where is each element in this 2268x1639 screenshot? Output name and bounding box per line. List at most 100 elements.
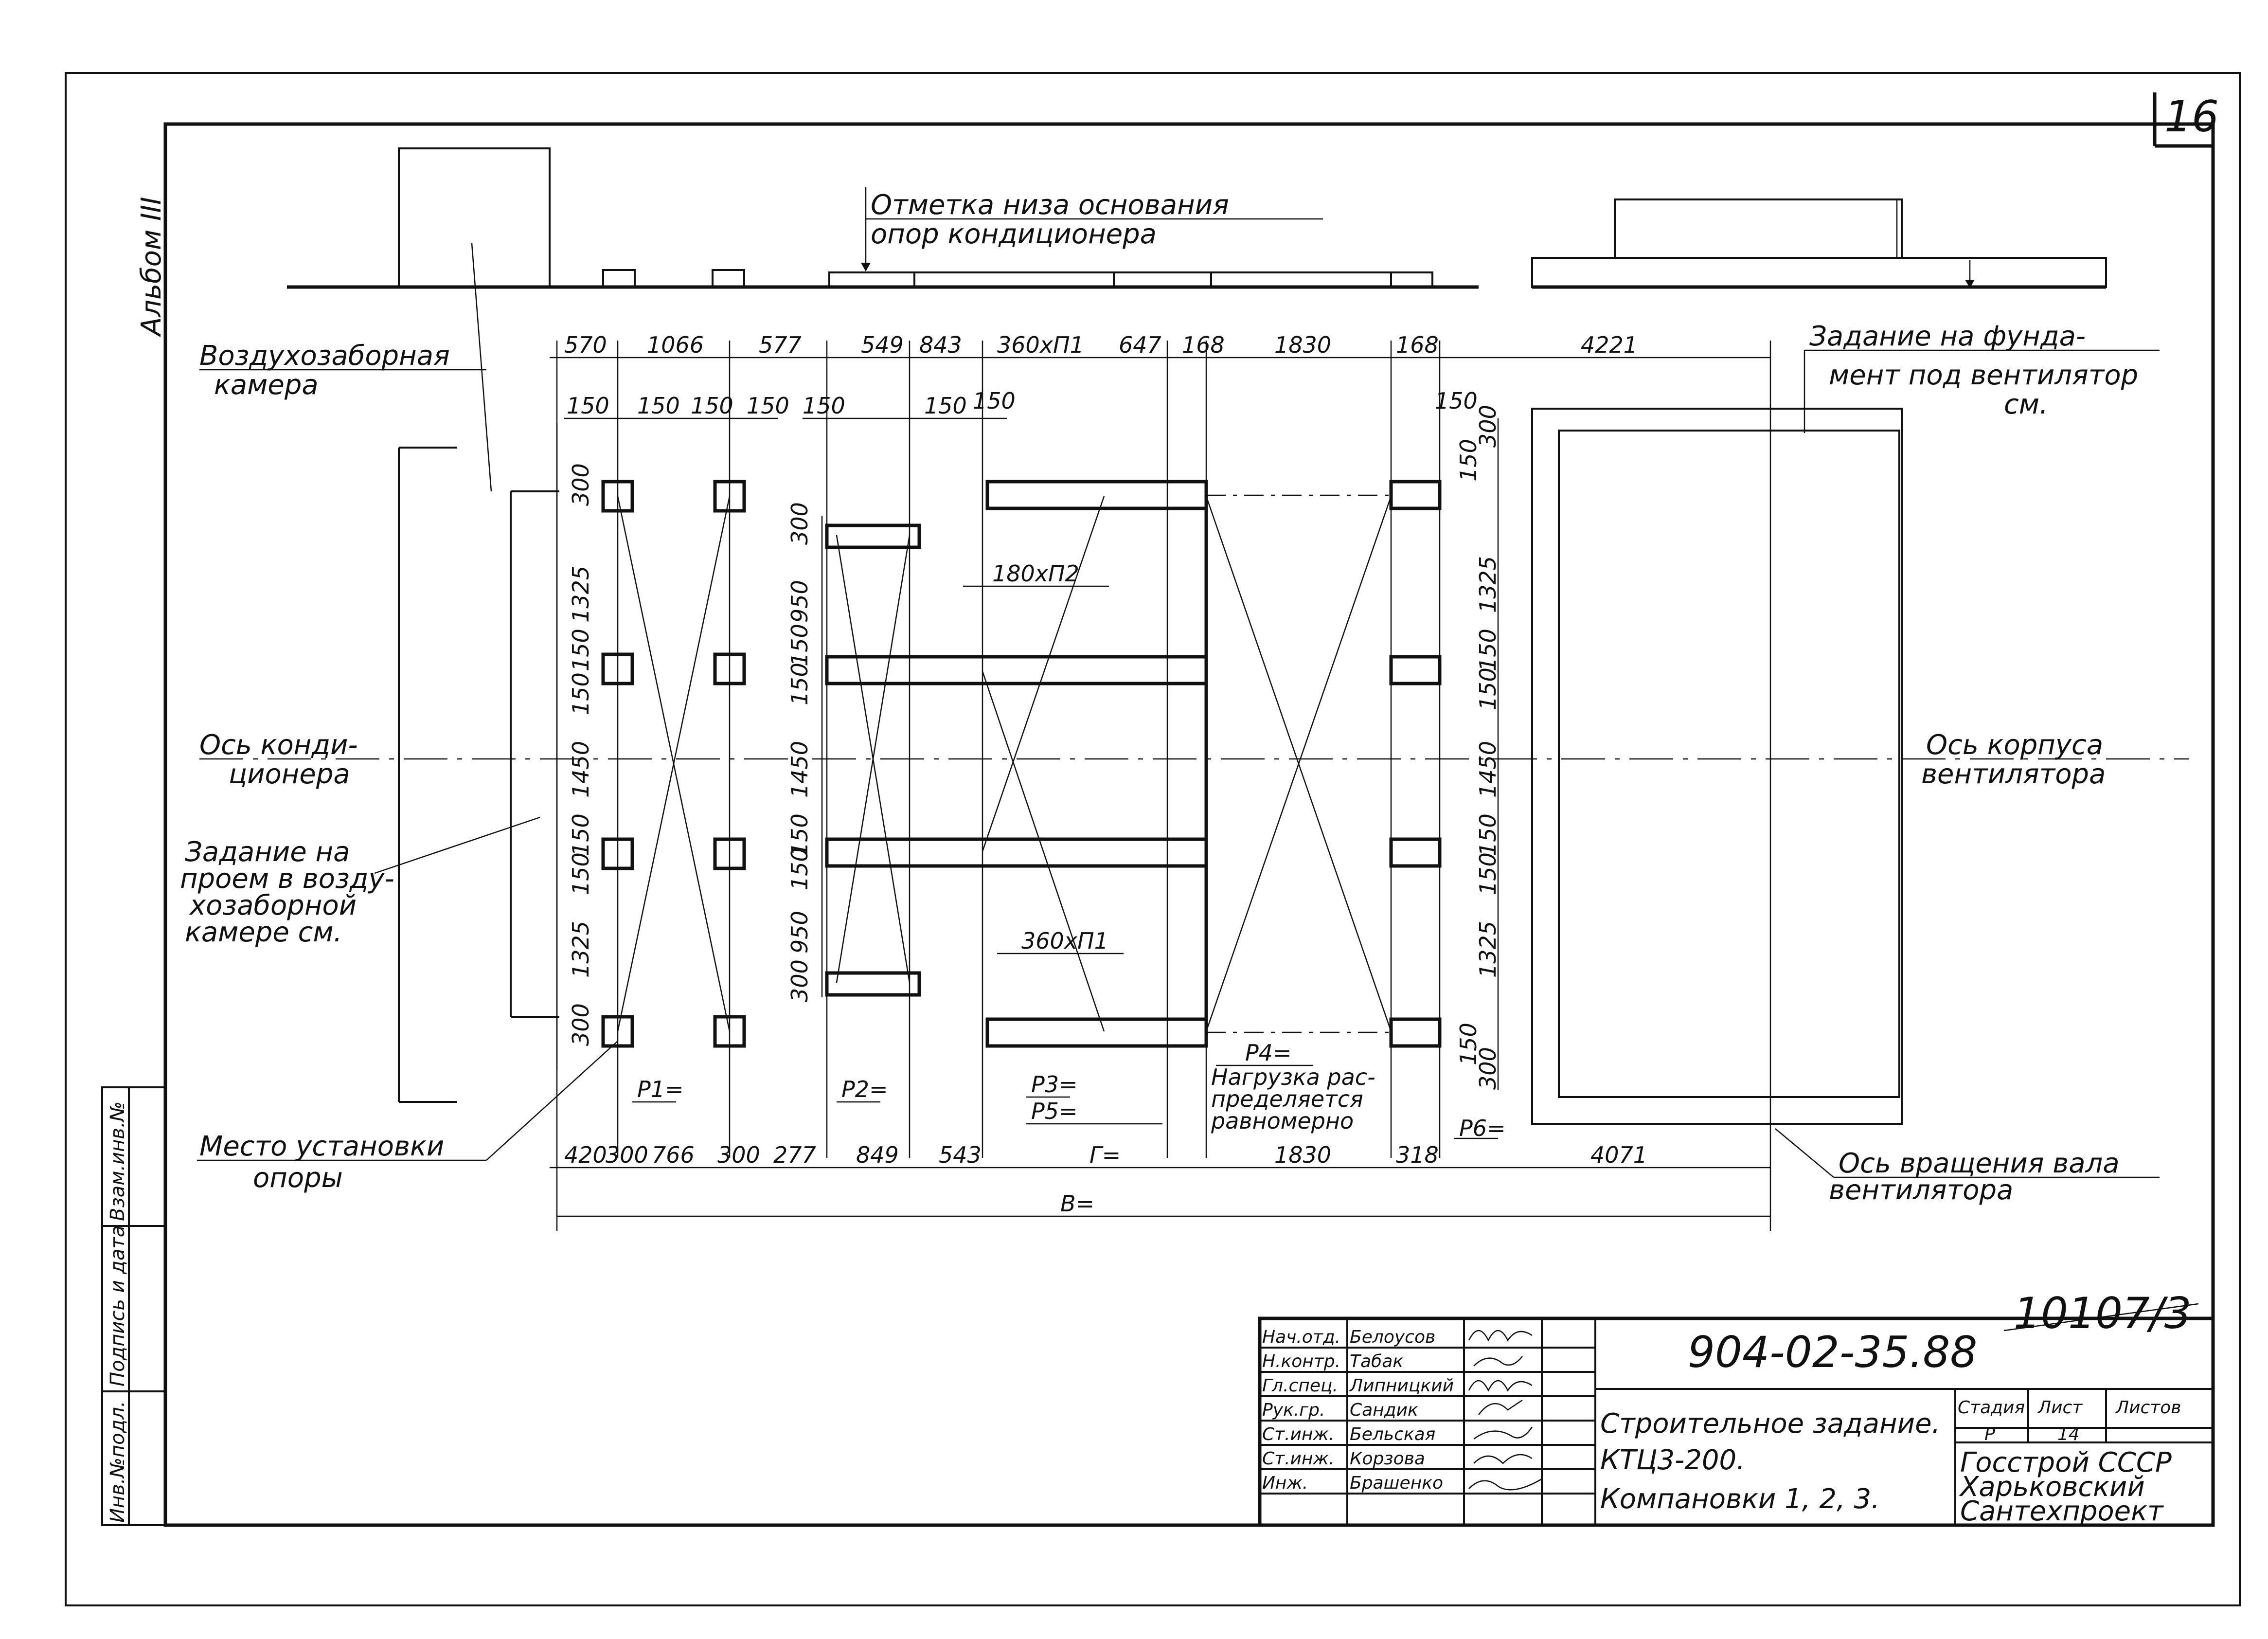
air-chamber-outline	[398, 243, 559, 1103]
album-label: Альбом III	[136, 197, 167, 338]
beam-row-1	[985, 480, 1208, 510]
base-mark-label-2: опор кондиционера	[871, 218, 1157, 250]
drawing-code: 10107/3	[2014, 1288, 2192, 1338]
dim-bottom-318: 318	[1396, 1142, 1439, 1168]
dim-top-843: 843	[919, 332, 962, 358]
support-pad	[713, 1015, 746, 1048]
dim-right-300b: 300	[1475, 1047, 1501, 1090]
support-place-label-2: опоры	[253, 1162, 343, 1194]
dim-top-168b: 168	[1396, 332, 1439, 358]
support-pad	[601, 480, 634, 513]
dim-right-1325b: 1325	[1475, 921, 1501, 978]
fan-support-row-3	[1389, 837, 1442, 868]
beam-row-4	[985, 1017, 1208, 1048]
load-note-2: Нагрузка рас-	[1211, 1064, 1375, 1090]
dim-150: 150	[1435, 388, 1478, 414]
fan-body-axis-label-2: вентилятора	[1921, 758, 2106, 790]
support-pad	[601, 652, 634, 685]
load-note-4: равномерно	[1211, 1108, 1354, 1134]
dim-mid-300: 300	[786, 502, 813, 545]
stage-header: Стадия	[1958, 1398, 2025, 1418]
dim-top-647: 647	[1119, 332, 1161, 358]
doc-title-2: КТЦ3-200.	[1600, 1444, 1745, 1476]
title-block	[1258, 1316, 2215, 1527]
dim-150: 150	[567, 393, 609, 419]
dim-left-150c: 150	[568, 813, 594, 856]
bottom-dimension-chain: 420 300 766 300 277 849 543 Г= 1830 318 …	[550, 1142, 1770, 1217]
beam-short-bottom	[825, 971, 921, 997]
dim-right-150: 150	[1455, 439, 1482, 482]
dim-left-1325b: 1325	[568, 921, 594, 978]
support-place-label-1: Место установки	[199, 1131, 444, 1162]
support-pad	[713, 652, 746, 685]
conditioner-axis-label-1: Ось конди-	[199, 729, 358, 761]
support-pads	[601, 480, 746, 1048]
dim-right-1325: 1325	[1475, 556, 1501, 613]
side-stamp-sign: Подпись и дата	[107, 1225, 129, 1387]
load-p6: Р6=	[1459, 1115, 1506, 1141]
dim-bottom-300a: 300	[606, 1142, 648, 1168]
tb-name-7: Брашенко	[1350, 1473, 1443, 1493]
dim-top-577: 577	[759, 332, 802, 358]
signature-scribbles	[1468, 1330, 1542, 1491]
dim-150: 150	[637, 393, 680, 419]
dim-top-1066: 1066	[647, 332, 704, 358]
dim-bottom-300b: 300	[717, 1142, 760, 1168]
fan-body-axis-label-1: Ось корпуса	[1926, 729, 2103, 761]
load-p3: Р3=	[1031, 1071, 1078, 1098]
dim-right-150b: 150	[1475, 629, 1501, 671]
tb-name-4: Сандик	[1350, 1400, 1418, 1420]
dim-left-1325: 1325	[568, 566, 594, 623]
small-dims: 150 150 150 150 150 150 150 150	[564, 388, 1478, 419]
opening-task-label-4: камере см.	[185, 917, 342, 948]
dim-top-168a: 168	[1182, 332, 1225, 358]
dim-150: 150	[973, 388, 1016, 414]
tb-name-3: Липницкий	[1349, 1376, 1454, 1396]
support-pad	[713, 837, 746, 870]
dim-bottom-420: 420	[564, 1142, 607, 1168]
fan-foundation	[1531, 350, 1903, 1125]
dim-bottom-4071: 4071	[1590, 1142, 1647, 1168]
beams	[825, 480, 1442, 1048]
side-stamp-replace: Взам.инв.№	[107, 1101, 129, 1221]
dim-bottom-277: 277	[773, 1142, 816, 1168]
dim-mid-150a: 150	[786, 624, 813, 666]
dim-left-1450: 1450	[568, 741, 594, 798]
doc-number: 904-02-35.88	[1688, 1327, 1977, 1377]
fan-support-row-4	[1389, 1017, 1442, 1048]
dim-b: В=	[1060, 1190, 1094, 1217]
opening-task-label-2: проем в возду-	[180, 863, 394, 895]
dim-right-150e: 150	[1475, 852, 1501, 895]
dim-right-1450: 1450	[1475, 741, 1501, 798]
dim-bottom-1830: 1830	[1274, 1142, 1331, 1168]
dim-150: 150	[747, 393, 789, 419]
support-pad	[713, 480, 746, 513]
inner-frame	[163, 122, 2215, 1527]
load-note-1: Р4=	[1245, 1040, 1292, 1066]
dim-150: 150	[803, 393, 845, 419]
dim-mid-1450: 1450	[786, 741, 813, 798]
fan-support-row-1	[1389, 480, 1442, 510]
dim-top-360: 360хП1	[997, 332, 1084, 358]
org-1: Госстрой СССР	[1960, 1447, 2172, 1478]
beam-row-2	[825, 655, 1208, 685]
tb-name-2: Табак	[1350, 1351, 1403, 1371]
dim-right-300: 300	[1475, 405, 1501, 448]
dim-left-150b: 150	[568, 672, 594, 715]
dim-150: 150	[924, 393, 967, 419]
right-vertical-dims: 300 150 1325 150 150 1450 150 150 1325 1…	[1455, 405, 1501, 1090]
load-p5: Р5=	[1031, 1098, 1078, 1124]
dim-150: 150	[691, 393, 733, 419]
air-chamber-label-1: Воздухозаборная	[199, 340, 450, 372]
fan-support-row-2	[1389, 655, 1442, 685]
dim-bottom-543: 543	[939, 1142, 982, 1168]
sheet-number: 16	[2164, 91, 2219, 142]
stage-value: Р	[1984, 1424, 1995, 1444]
tb-name-1: Белоусов	[1350, 1327, 1435, 1347]
tb-role-1: Нач.отд.	[1262, 1327, 1340, 1347]
dim-mid-150d: 150	[786, 847, 813, 890]
dim-right-150f: 150	[1455, 1023, 1482, 1065]
base-mark-label-1: Отметка низа основания	[871, 189, 1229, 221]
dim-g: Г=	[1089, 1142, 1121, 1168]
tb-role-4: Рук.гр.	[1262, 1400, 1325, 1420]
